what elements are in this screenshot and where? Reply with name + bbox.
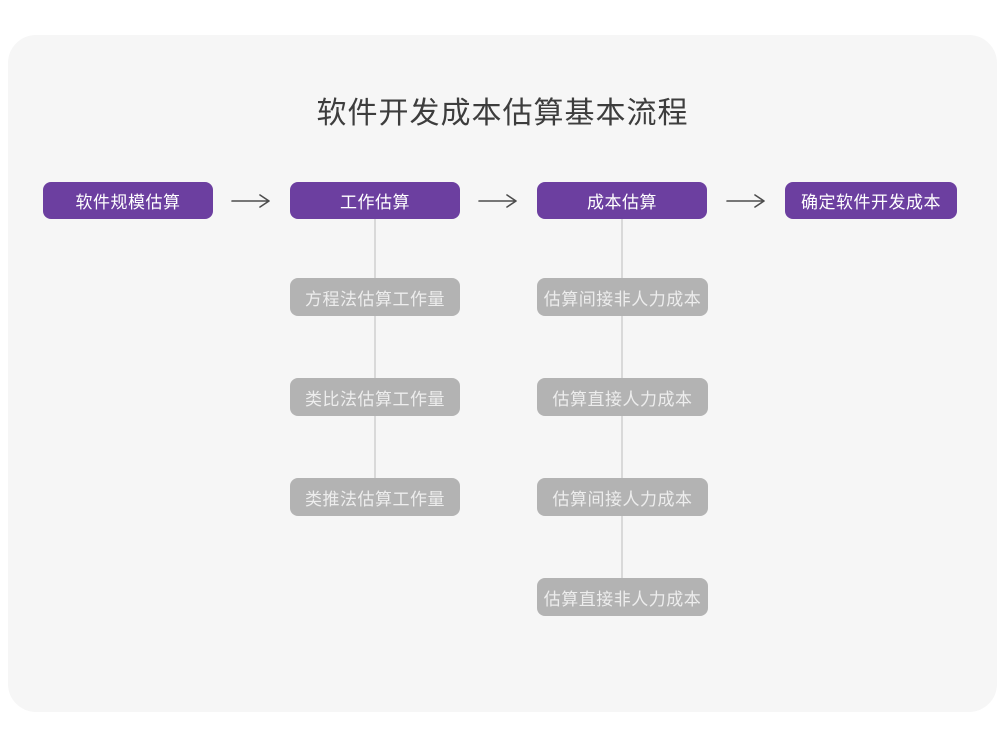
- flow-subnode-label: 方程法估算工作量: [305, 289, 445, 309]
- flow-node-label: 工作估算: [340, 193, 410, 212]
- flow-subnode-label: 估算间接非人力成本: [543, 289, 702, 309]
- flow-subnode-label: 估算直接人力成本: [552, 389, 693, 409]
- flow-node-label: 成本估算: [587, 193, 657, 212]
- flow-node-work-estimation: 工作估算: [290, 182, 460, 219]
- arrow-right-icon: [478, 194, 517, 208]
- flow-subnode-equation-method: 方程法估算工作量: [290, 278, 460, 316]
- flow-node-label: 软件规模估算: [75, 193, 181, 212]
- flow-node-determine-development-cost: 确定软件开发成本: [785, 182, 957, 219]
- connector-line-work: [374, 219, 376, 497]
- flow-subnode-indirect-nonlabor-cost: 估算间接非人力成本: [537, 278, 708, 316]
- page-title: 软件开发成本估算基本流程: [316, 97, 689, 130]
- flow-subnode-label: 类推法估算工作量: [305, 489, 445, 509]
- arrow-right-icon: [726, 194, 765, 208]
- flow-node-label: 确定软件开发成本: [801, 193, 941, 212]
- flow-node-cost-estimation: 成本估算: [537, 182, 707, 219]
- flow-subnode-label: 估算直接非人力成本: [543, 589, 702, 609]
- flow-subnode-label: 估算间接人力成本: [552, 489, 693, 509]
- flow-subnode-direct-labor-cost: 估算直接人力成本: [537, 378, 708, 416]
- arrow-right-icon: [231, 194, 270, 208]
- flow-node-software-scale-estimation: 软件规模估算: [43, 182, 213, 219]
- flow-subnode-comparison-method: 类比法估算工作量: [290, 378, 460, 416]
- flow-subnode-label: 类比法估算工作量: [305, 389, 445, 409]
- flowchart-canvas: [8, 35, 997, 712]
- flow-subnode-analogy-method: 类推法估算工作量: [290, 478, 460, 516]
- flow-subnode-indirect-labor-cost: 估算间接人力成本: [537, 478, 708, 516]
- flow-subnode-direct-nonlabor-cost: 估算直接非人力成本: [537, 578, 708, 616]
